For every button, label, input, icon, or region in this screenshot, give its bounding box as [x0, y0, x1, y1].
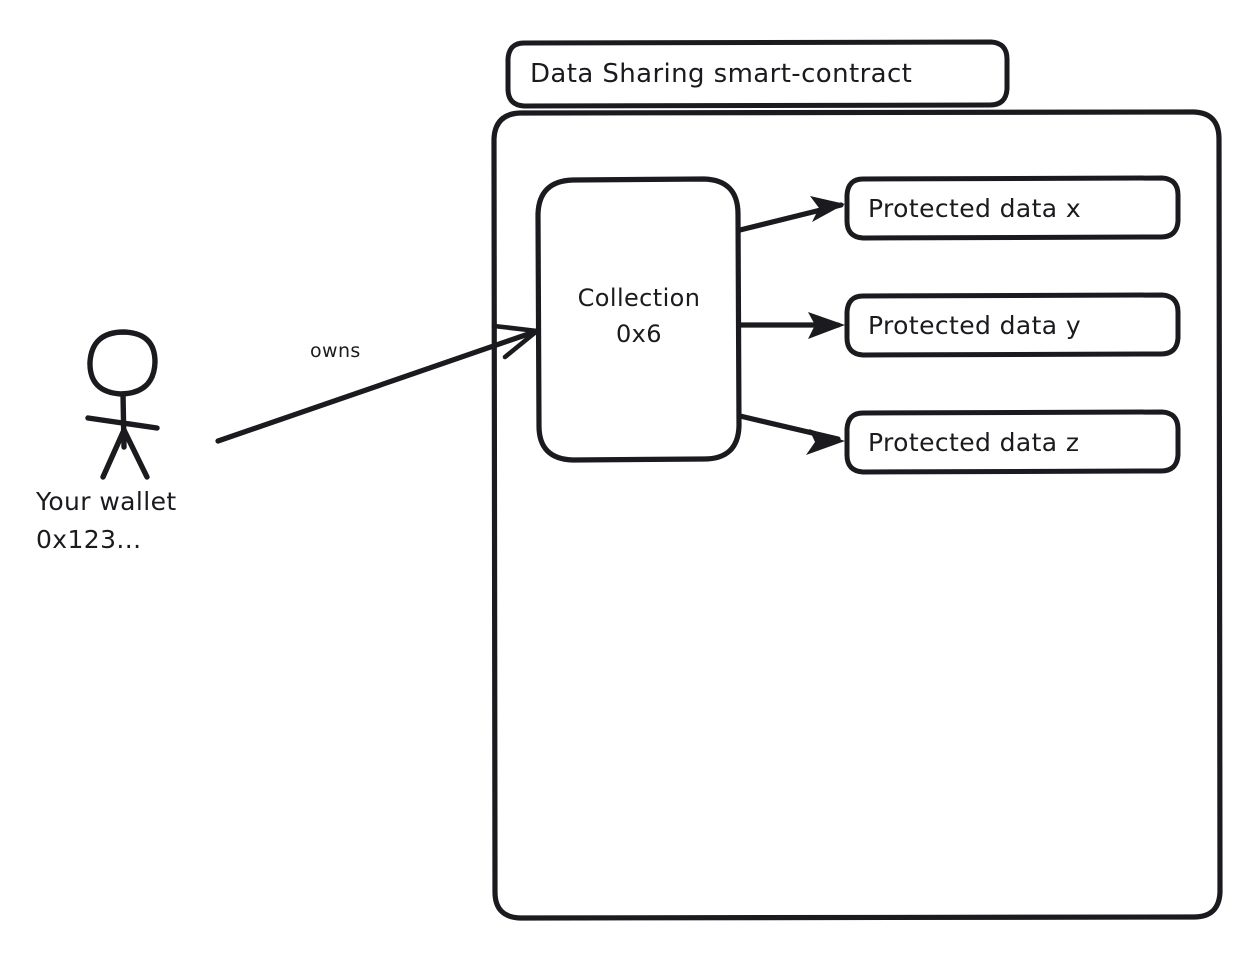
wallet-label-line1: Your wallet — [36, 487, 177, 516]
protected-data-label-y: Protected data y — [868, 311, 1082, 340]
smart-contract-title: Data Sharing smart-contract — [530, 59, 913, 89]
protected-data-label-z: Protected data z — [868, 428, 1080, 457]
collection-label-line2: 0x6 — [616, 320, 662, 348]
edge-collection-to-data-y — [737, 312, 845, 339]
edge-label-owns: owns — [310, 340, 361, 362]
edge-collection-to-data-z — [737, 413, 845, 455]
protected-data-box-z — [844, 409, 1181, 475]
protected-data-box-x — [844, 175, 1181, 241]
title-box — [505, 39, 1010, 109]
wallet-label-line2: 0x123... — [36, 525, 142, 554]
protected-data-box-y — [844, 292, 1181, 358]
stick-figure-icon — [85, 329, 160, 480]
edge-owns-arrow — [215, 323, 540, 444]
smart-contract-container — [491, 109, 1223, 921]
protected-data-label-x: Protected data x — [868, 194, 1082, 223]
edge-collection-to-data-x — [737, 196, 845, 233]
collection-box — [535, 176, 742, 463]
collection-label-line1: Collection — [577, 284, 701, 312]
